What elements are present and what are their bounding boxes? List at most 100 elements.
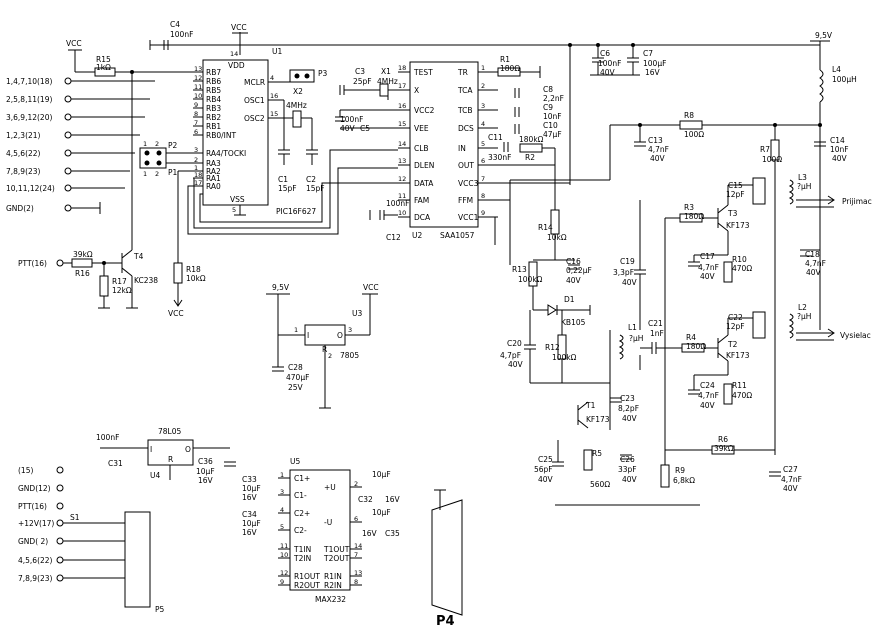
c28-label: C28 bbox=[288, 363, 303, 372]
c28-voltage: 25V bbox=[288, 383, 304, 392]
c18-value: 4,7nF bbox=[805, 259, 826, 268]
left-net-label: 2,5,8,11(19) bbox=[6, 95, 52, 104]
c12-label: C12 bbox=[386, 233, 401, 242]
u1-pin-label: RB2 bbox=[206, 113, 221, 122]
r15-value: 1kΩ bbox=[96, 63, 111, 72]
oscillator-section: P3 X2 4MHz C1 15pF C2 15pF bbox=[268, 69, 328, 193]
p5-connector: P5 S1 bbox=[70, 511, 165, 614]
c16-value: 0,22µF bbox=[566, 266, 592, 275]
u2-pin-number: 6 bbox=[481, 157, 485, 165]
u1-pin-number: 2 bbox=[194, 156, 198, 164]
p1-pin1: 1 bbox=[143, 170, 147, 178]
u5-pin-label: T2IN bbox=[293, 554, 311, 563]
c25-value: 56pF bbox=[534, 465, 553, 474]
u1-pin-label: RB0/INT bbox=[206, 131, 236, 140]
vco-section: R14 10kΩ R13 100kΩ C16 0,22µF 40V D1 KB1… bbox=[500, 200, 682, 430]
u4-i: I bbox=[150, 445, 152, 454]
u3-part: 7805 bbox=[340, 351, 359, 360]
u5-pin-number: 4 bbox=[280, 506, 284, 514]
c8-label: C8 bbox=[543, 85, 553, 94]
u2-pin-label: VEE bbox=[414, 124, 429, 133]
u4-o: O bbox=[185, 445, 191, 454]
left-net-label: 3,6,9,12(20) bbox=[6, 113, 52, 122]
r17-value: 12kΩ bbox=[112, 286, 132, 295]
c1-label: C1 bbox=[278, 175, 288, 184]
u2-pin-label: DCA bbox=[414, 213, 431, 222]
u2-pin-label: TR bbox=[457, 68, 468, 77]
l4-label: L4 bbox=[832, 65, 841, 74]
c14-voltage: 40V bbox=[832, 154, 848, 163]
u1-pin-number: 10 bbox=[194, 92, 202, 100]
vcc-r18-label: VCC bbox=[168, 309, 184, 318]
r8-label: R8 bbox=[684, 111, 694, 120]
c24-voltage: 40V bbox=[700, 401, 716, 410]
u2-part: SAA1057 bbox=[440, 231, 475, 240]
u5-pin-number: 12 bbox=[280, 569, 288, 577]
c3-value: 25pF bbox=[353, 77, 372, 86]
t4-part: KC238 bbox=[134, 276, 158, 285]
bottom-net-label: +12V(17) bbox=[18, 519, 54, 528]
r3-label: R3 bbox=[684, 203, 694, 212]
receiver-branch: C15 12pF L3 ?µH Prijimac R3 180Ω T3 KF17… bbox=[665, 173, 872, 283]
c20-voltage: 40V bbox=[508, 360, 524, 369]
u3-name: U3 bbox=[352, 309, 362, 318]
u2-pin-number: 5 bbox=[481, 140, 485, 148]
u5-pin-number: 13 bbox=[354, 569, 362, 577]
c6-c7: C6 100nF 40V C7 100µF 16V bbox=[590, 45, 666, 77]
u1-pin-label: RA3 bbox=[206, 159, 221, 168]
u1-pin-number: 9 bbox=[194, 101, 198, 109]
u2-pin-number: 4 bbox=[481, 120, 485, 128]
u2-pin-label: VCC3 bbox=[458, 179, 479, 188]
c31-value: 100nF bbox=[96, 433, 119, 442]
l2-value: ?µH bbox=[797, 312, 811, 321]
c31-label: C31 bbox=[108, 459, 123, 468]
u2-name: U2 bbox=[412, 231, 422, 240]
u1-part: PIC16F627 bbox=[276, 207, 316, 216]
c32-voltage: 16V bbox=[385, 495, 401, 504]
r14-value: 10kΩ bbox=[547, 233, 567, 242]
l1-value: ?µH bbox=[629, 334, 643, 343]
u2-pin-label: DATA bbox=[414, 179, 434, 188]
u2-pin-label: OUT bbox=[458, 161, 474, 170]
bottom-net-label: 4,5,6(22) bbox=[18, 556, 53, 565]
c21-value: 1nF bbox=[650, 329, 664, 338]
u3-p3: 3 bbox=[348, 326, 352, 334]
c1-value: 15pF bbox=[278, 184, 297, 193]
u2-pin-number: 17 bbox=[398, 82, 406, 90]
u2-pin-label: TCB bbox=[457, 106, 473, 115]
u4-r: R bbox=[168, 455, 173, 464]
ptt-net-label: PTT(16) bbox=[18, 259, 47, 268]
u2-pin-number: 8 bbox=[481, 192, 485, 200]
u5-pin-number: 7 bbox=[354, 551, 358, 559]
p1-label: P1 bbox=[168, 168, 178, 177]
u2-pin-number: 1 bbox=[481, 64, 485, 72]
r8-c13-r7: R8 100Ω C13 4,7nF 40V R7 100Ω bbox=[610, 111, 820, 455]
bottom-net-label: (15) bbox=[18, 466, 33, 475]
r12-value: 100kΩ bbox=[552, 353, 577, 362]
left-net-label: 1,4,7,10(18) bbox=[6, 77, 52, 86]
c11-label: C11 bbox=[488, 133, 503, 142]
c9-value: 10nF bbox=[543, 112, 562, 121]
c10-label: C10 bbox=[543, 121, 558, 130]
jumper-header-p1-p2: 1 2 1 2 P2 P1 R18 10kΩ VCC bbox=[139, 140, 206, 318]
u2-right-parts: R1 180Ω C8 2,2nF C9 10nF C10 47µF C11 33… bbox=[478, 55, 611, 265]
c34-label: C34 bbox=[242, 510, 257, 519]
r4-label: R4 bbox=[686, 333, 696, 342]
bottom-connector-nets: (15)GND(12)PTT(16)+12V(17)GND( 2)4,5,6(2… bbox=[18, 466, 125, 583]
left-net-label: 7,8,9(23) bbox=[6, 167, 41, 176]
c11-value: 330nF bbox=[488, 153, 511, 162]
l3-value: ?µH bbox=[797, 182, 811, 191]
u1-pin-label: RA0 bbox=[206, 182, 221, 191]
r15-pullup: VCC R15 1kΩ bbox=[66, 39, 203, 77]
u1-pin-number: 18 bbox=[194, 171, 202, 179]
u3-i: I bbox=[307, 331, 309, 340]
r9-value: 6,8kΩ bbox=[673, 476, 695, 485]
u3-7805: 9,5V I O R 1 2 3 U3 7805 VCC C28 470µF 2… bbox=[266, 283, 379, 409]
c8-value: 2,2nF bbox=[543, 94, 564, 103]
r11-label: R11 bbox=[732, 381, 747, 390]
c35-voltage: 16V bbox=[362, 529, 378, 538]
c19-voltage: 40V bbox=[622, 278, 638, 287]
